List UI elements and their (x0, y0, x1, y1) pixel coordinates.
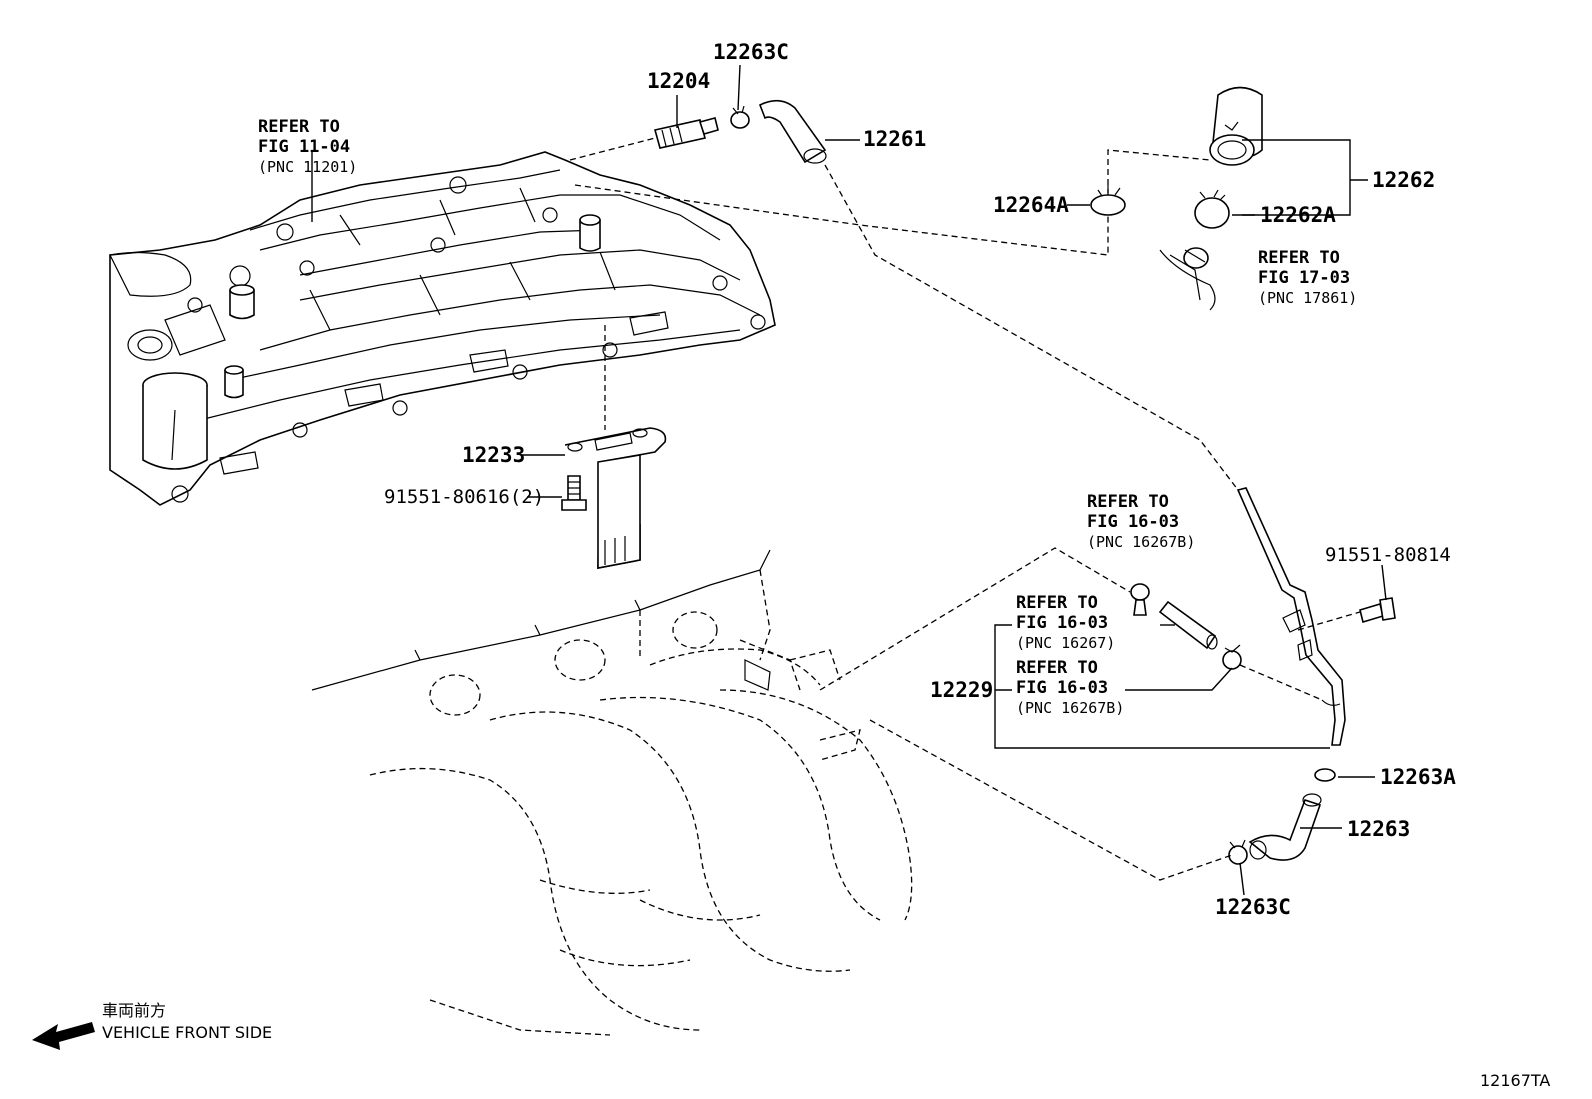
label-12204: 12204 (647, 69, 710, 93)
svg-text:REFER TO: REFER TO (1087, 492, 1169, 512)
svg-text:(PNC 11201): (PNC 11201) (258, 158, 357, 176)
pipe-12229 (1236, 487, 1346, 746)
svg-text:(PNC 17861): (PNC 17861) (1258, 289, 1357, 307)
svg-text:REFER TO: REFER TO (1016, 593, 1098, 613)
label-91551-80814: 91551-80814 (1325, 544, 1451, 566)
leader-lines (311, 64, 1387, 896)
clip-12263A (1314, 768, 1336, 782)
label-12263A: 12263A (1380, 765, 1456, 789)
svg-text:FIG 16-03: FIG 16-03 (1087, 512, 1179, 532)
svg-text:FIG 11-04: FIG 11-04 (258, 137, 350, 157)
baffle-12233 (564, 427, 667, 569)
svg-text:FIG 16-03: FIG 16-03 (1016, 678, 1108, 698)
clip-12263C-top (730, 105, 750, 129)
direction-label-en: VEHICLE FRONT SIDE (102, 1023, 272, 1042)
cap-12262 (1209, 86, 1263, 166)
svg-text:REFER TO: REFER TO (258, 117, 340, 137)
hose-12263 (1248, 793, 1322, 861)
refer-to-fig-16-03-c: REFER TO FIG 16-03 (PNC 16267B) (1016, 658, 1124, 717)
hose-16267 (1158, 600, 1218, 650)
pcv-valve-12204 (654, 117, 719, 149)
direction-label-jp: 車両前方 (102, 1001, 166, 1020)
refer-to-fig-11-04: REFER TO FIG 11-04 (PNC 11201) (258, 117, 357, 176)
svg-text:(PNC 16267): (PNC 16267) (1016, 634, 1115, 652)
label-91551-80616: 91551-80616(2) (384, 486, 544, 508)
label-12263: 12263 (1347, 817, 1410, 841)
label-12263C-top: 12263C (713, 40, 789, 64)
label-12262: 12262 (1372, 168, 1435, 192)
bolt-91551-80616 (561, 475, 587, 511)
label-12261: 12261 (863, 127, 926, 151)
svg-text:FIG 17-03: FIG 17-03 (1258, 268, 1350, 288)
clip-16267B-lower (1222, 644, 1242, 670)
svg-text:FIG 16-03: FIG 16-03 (1016, 613, 1108, 633)
label-12233: 12233 (462, 443, 525, 467)
ref-part-17-03 (1159, 247, 1216, 311)
bolt-91551-80814 (1359, 597, 1396, 624)
assembly-dashed-lines (569, 137, 1361, 881)
svg-text:REFER TO: REFER TO (1016, 658, 1098, 678)
vehicle-front-arrow (32, 1022, 95, 1050)
clip-12263C-bottom (1228, 839, 1248, 865)
refer-to-fig-17-03: REFER TO FIG 17-03 (PNC 17861) (1258, 248, 1357, 307)
svg-text:(PNC 16267B): (PNC 16267B) (1016, 699, 1124, 717)
label-12263C-bottom: 12263C (1215, 895, 1291, 919)
svg-text:(PNC 16267B): (PNC 16267B) (1087, 533, 1195, 551)
clip-16267B-upper (1130, 583, 1150, 616)
figure-id: 12167TA (1480, 1071, 1550, 1090)
svg-text:REFER TO: REFER TO (1258, 248, 1340, 268)
seal-12262A (1194, 189, 1230, 229)
hose-12261 (758, 99, 827, 164)
refer-to-fig-16-03-a: REFER TO FIG 16-03 (PNC 16267B) (1087, 492, 1195, 551)
label-12262A: 12262A (1260, 203, 1336, 227)
cylinder-head-cover (109, 151, 776, 506)
label-12264A: 12264A (993, 193, 1069, 217)
intake-manifold (311, 549, 913, 1036)
refer-to-fig-16-03-b: REFER TO FIG 16-03 (PNC 16267) (1016, 593, 1115, 652)
label-12229: 12229 (930, 678, 993, 702)
